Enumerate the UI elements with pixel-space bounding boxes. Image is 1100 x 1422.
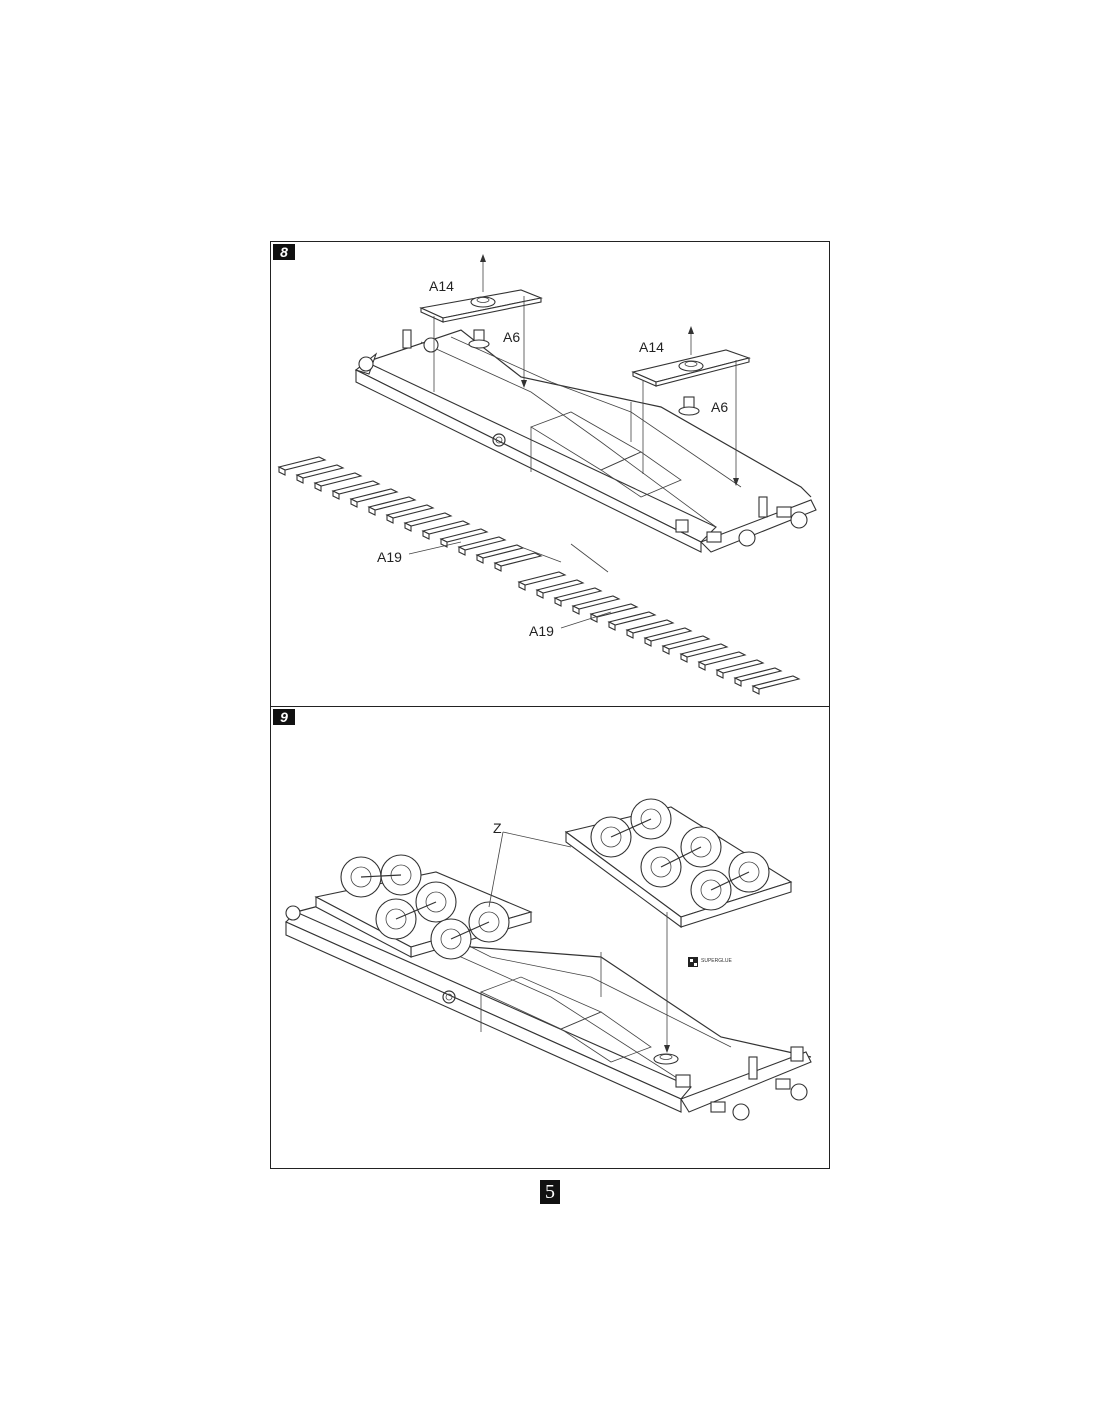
step-8-panel: 8	[270, 241, 830, 707]
tie	[439, 528, 489, 543]
step-9-number: 9	[273, 709, 295, 725]
tie	[751, 675, 801, 690]
label-a6-left: A6	[503, 329, 520, 345]
page-number: 5	[540, 1180, 560, 1204]
tie	[457, 536, 507, 551]
tie-side	[296, 474, 304, 484]
tie	[589, 603, 639, 618]
tie	[331, 480, 381, 495]
tie-side	[698, 661, 706, 671]
tie-side	[404, 522, 412, 532]
part-a14-left	[419, 289, 543, 323]
tie-side	[458, 546, 466, 556]
tie	[733, 667, 783, 682]
part-a19-ties-upper	[277, 456, 543, 572]
label-a14-left: A14	[429, 278, 454, 294]
tie-side	[278, 466, 286, 476]
superglue-text: SUPERGLUE	[701, 958, 733, 964]
superglue-icon: SUPERGLUE	[688, 957, 733, 967]
tie	[493, 552, 543, 567]
tie-side	[518, 581, 526, 591]
tie-side	[368, 506, 376, 516]
tie	[517, 571, 567, 586]
step-9-panel: 9	[270, 706, 830, 1169]
tie	[313, 472, 363, 487]
tie-side	[422, 530, 430, 540]
tie	[475, 544, 525, 559]
tie-side	[644, 637, 652, 647]
tie-side	[332, 490, 340, 500]
step-9-diagram: Z SUPERGLUE	[285, 798, 812, 1121]
tie-side	[716, 669, 724, 679]
tie-side	[680, 653, 688, 663]
tie	[607, 611, 657, 626]
tie-side	[536, 589, 544, 599]
tie-side	[440, 538, 448, 548]
tie	[349, 488, 399, 503]
label-a14-right: A14	[639, 339, 664, 355]
tie	[385, 504, 435, 519]
tie-side	[662, 645, 670, 655]
bogie-z-separate	[564, 798, 793, 929]
part-a6-right	[678, 396, 700, 416]
tie-side	[572, 605, 580, 615]
assembly-guide-line	[664, 912, 670, 1053]
tie	[661, 635, 711, 650]
label-z: Z	[493, 820, 502, 836]
tie	[571, 595, 621, 610]
label-a19-upper: A19	[377, 549, 402, 565]
tie-side	[476, 554, 484, 564]
step-8-number: 8	[273, 244, 295, 260]
tie-side	[314, 482, 322, 492]
tie-side	[494, 562, 502, 572]
label-a19-lower: A19	[529, 623, 554, 639]
tie-side	[752, 685, 760, 695]
tie-side	[386, 514, 394, 524]
tie-side	[590, 613, 598, 623]
tie-side	[350, 498, 358, 508]
tie-side	[554, 597, 562, 607]
tie	[403, 512, 453, 527]
tie	[277, 456, 327, 471]
tie-alignment-lines	[520, 543, 609, 573]
tie	[367, 496, 417, 511]
part-a6-left	[468, 329, 490, 349]
step-8-diagram: A14 A6 A14 A6 A19 A19	[277, 254, 817, 695]
tie-side	[734, 677, 742, 687]
tie	[679, 643, 729, 658]
label-a6-right: A6	[711, 399, 728, 415]
tie	[625, 619, 675, 634]
tie	[295, 464, 345, 479]
tie	[715, 659, 765, 674]
tie	[421, 520, 471, 535]
tie	[643, 627, 693, 642]
bogie-z-installed	[314, 854, 533, 960]
tie	[535, 579, 585, 594]
assembly-guide-lines	[433, 254, 739, 486]
tie-side	[626, 629, 634, 639]
tie	[697, 651, 747, 666]
tie	[553, 587, 603, 602]
tie-side	[608, 621, 616, 631]
part-a19-ties-lower	[517, 571, 801, 695]
part-a14-right	[631, 349, 751, 387]
flatcar-body	[354, 329, 817, 553]
